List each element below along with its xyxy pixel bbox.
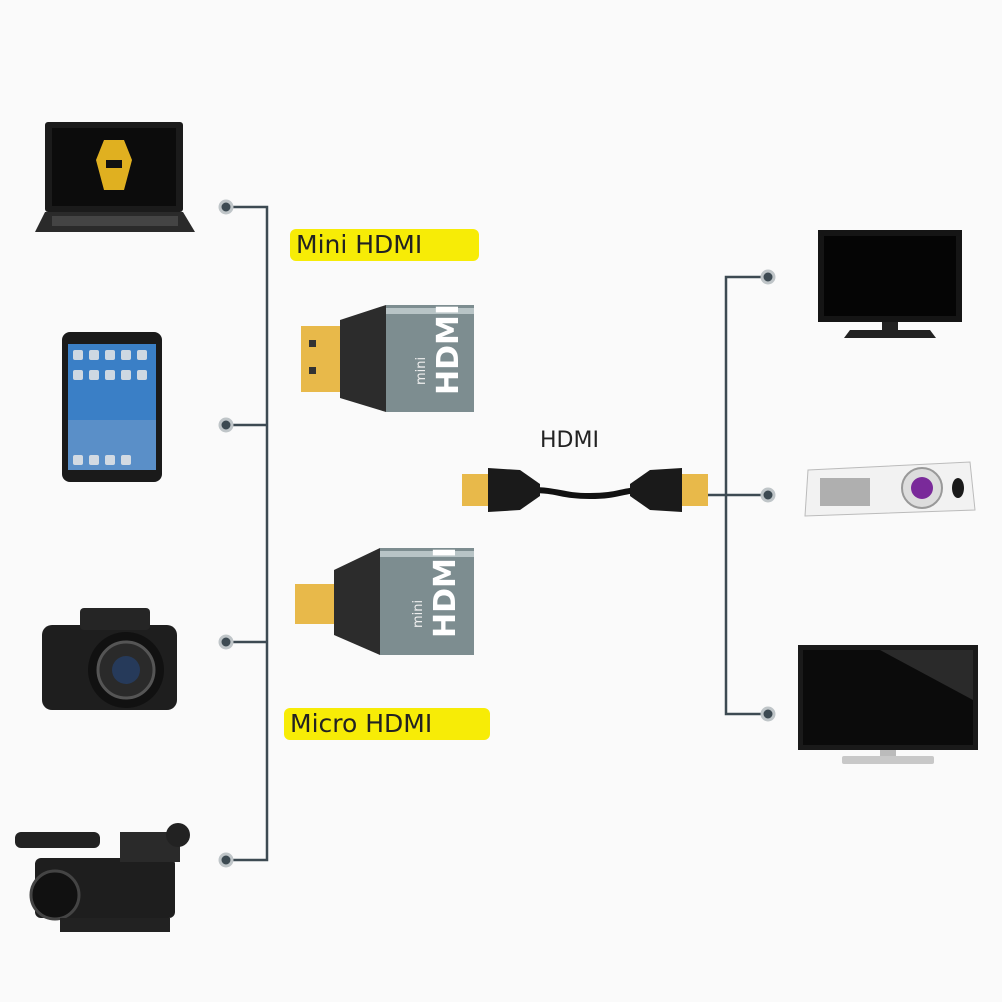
adapter-logo-large: HDMI: [428, 547, 463, 638]
adapter-logo-large: HDMI: [431, 304, 466, 395]
display-dots: [760, 269, 776, 722]
laptop-icon: [35, 122, 195, 232]
hdmi-cable: [462, 468, 708, 512]
display-connector-lines: [708, 275, 768, 716]
camcorder-icon: [15, 823, 190, 932]
micro-hdmi-label: Micro HDMI: [284, 708, 490, 740]
projector-icon: [804, 461, 976, 517]
source-dots: [218, 199, 234, 868]
camera-icon: [42, 608, 177, 710]
mini-hdmi-adapter: mini HDMI: [301, 304, 474, 412]
micro-hdmi-adapter: mini HDMI: [295, 547, 474, 655]
hdmi-cable-label: HDMI: [540, 428, 599, 453]
adapter-logo-small: mini: [414, 357, 429, 385]
source-connector-lines: [226, 205, 269, 862]
monitor-icon: [798, 645, 978, 764]
adapter-logo-small: mini: [411, 600, 426, 628]
tablet-icon: [62, 332, 162, 482]
mini-hdmi-label: Mini HDMI: [290, 229, 479, 261]
tv-icon: [818, 230, 962, 338]
